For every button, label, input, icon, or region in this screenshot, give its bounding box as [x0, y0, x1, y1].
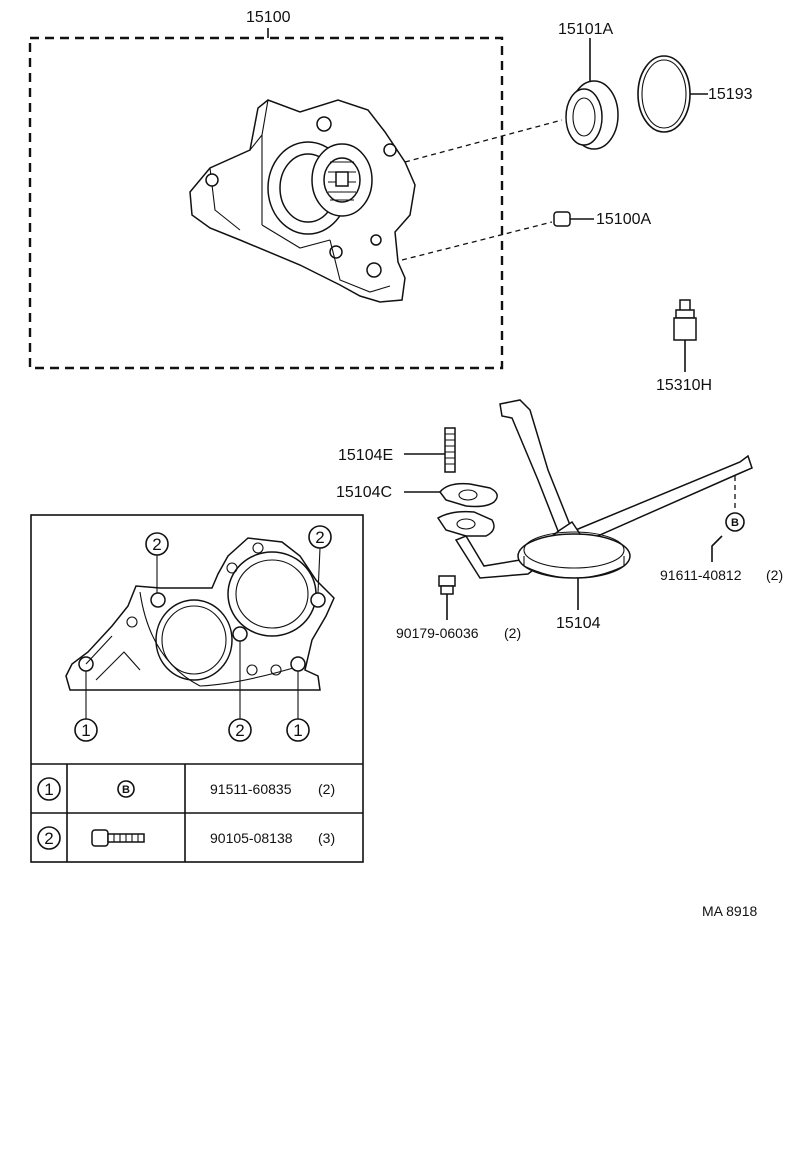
label-15104C: 15104C — [336, 484, 392, 501]
bolt-90179[interactable]: 90179-06036 (2) — [396, 575, 521, 641]
qty-91611: (2) — [766, 567, 783, 583]
diagram-code: MA 8918 — [702, 903, 757, 919]
table-row-qty: (2) — [318, 781, 335, 797]
label-15104E: 15104E — [338, 447, 393, 464]
leader-91611 — [711, 535, 723, 562]
callout-2-left[interactable]: 2 — [145, 532, 169, 593]
flange-bolt-icon — [91, 829, 145, 847]
callout-1-right-text: 1 — [293, 721, 302, 740]
table-row-symbol: B — [122, 784, 130, 796]
leader-seal — [404, 119, 563, 163]
oil-seal-15101A[interactable]: 15101A — [558, 21, 619, 150]
callout-2-right[interactable]: 2 — [308, 525, 332, 594]
table-row[interactable]: 2 90105-08138 (3) — [37, 826, 335, 850]
stud-15104E[interactable]: 15104E — [338, 427, 456, 473]
pump-front-view — [65, 537, 335, 691]
oil-pump-body[interactable] — [189, 99, 416, 303]
gasket-15104C[interactable]: 15104C — [336, 482, 498, 508]
part-number-91611: 91611-40812 — [660, 567, 742, 583]
table-row-ref: 2 — [44, 829, 53, 848]
callout-1-right[interactable]: 1 — [286, 671, 310, 742]
callout-2-center-text: 2 — [235, 721, 244, 740]
callout-2-left-text: 2 — [152, 535, 161, 554]
callout-1-left-text: 1 — [81, 721, 90, 740]
table-row-ref: 1 — [44, 780, 53, 799]
sensor-15310H[interactable]: 15310H — [656, 299, 712, 394]
bolt-marker-letter: B — [731, 517, 739, 529]
leader-plug — [401, 221, 553, 261]
table-row-part: 90105-08138 — [210, 830, 293, 846]
bolt-marker-b[interactable]: B — [725, 512, 745, 532]
callout-1-left[interactable]: 1 — [74, 671, 98, 742]
callout-2-right-text: 2 — [315, 528, 324, 547]
label-15100A: 15100A — [596, 211, 651, 228]
label-91611: 91611-40812 (2) — [660, 567, 783, 583]
table-row-part: 91511-60835 — [210, 781, 292, 797]
label-15310H: 15310H — [656, 377, 712, 394]
label-15193: 15193 — [708, 86, 753, 103]
o-ring-15193[interactable]: 15193 — [637, 55, 753, 133]
part-number-90179: 90179-06036 — [396, 625, 479, 641]
table-row-qty: (3) — [318, 830, 335, 846]
label-15104: 15104 — [556, 615, 601, 632]
label-15100: 15100 — [246, 9, 291, 26]
qty-90179: (2) — [504, 625, 521, 641]
plug-15100A[interactable]: 15100A — [553, 211, 651, 228]
inset-panel — [30, 514, 364, 863]
label-15101A: 15101A — [558, 21, 613, 38]
table-row[interactable]: 1 B 91511-60835 (2) — [37, 777, 335, 801]
oil-strainer-15104[interactable]: 15104 — [436, 399, 753, 632]
callout-2-center[interactable]: 2 — [228, 641, 252, 742]
oil-pump-assembly-box: 15100 — [28, 9, 504, 370]
